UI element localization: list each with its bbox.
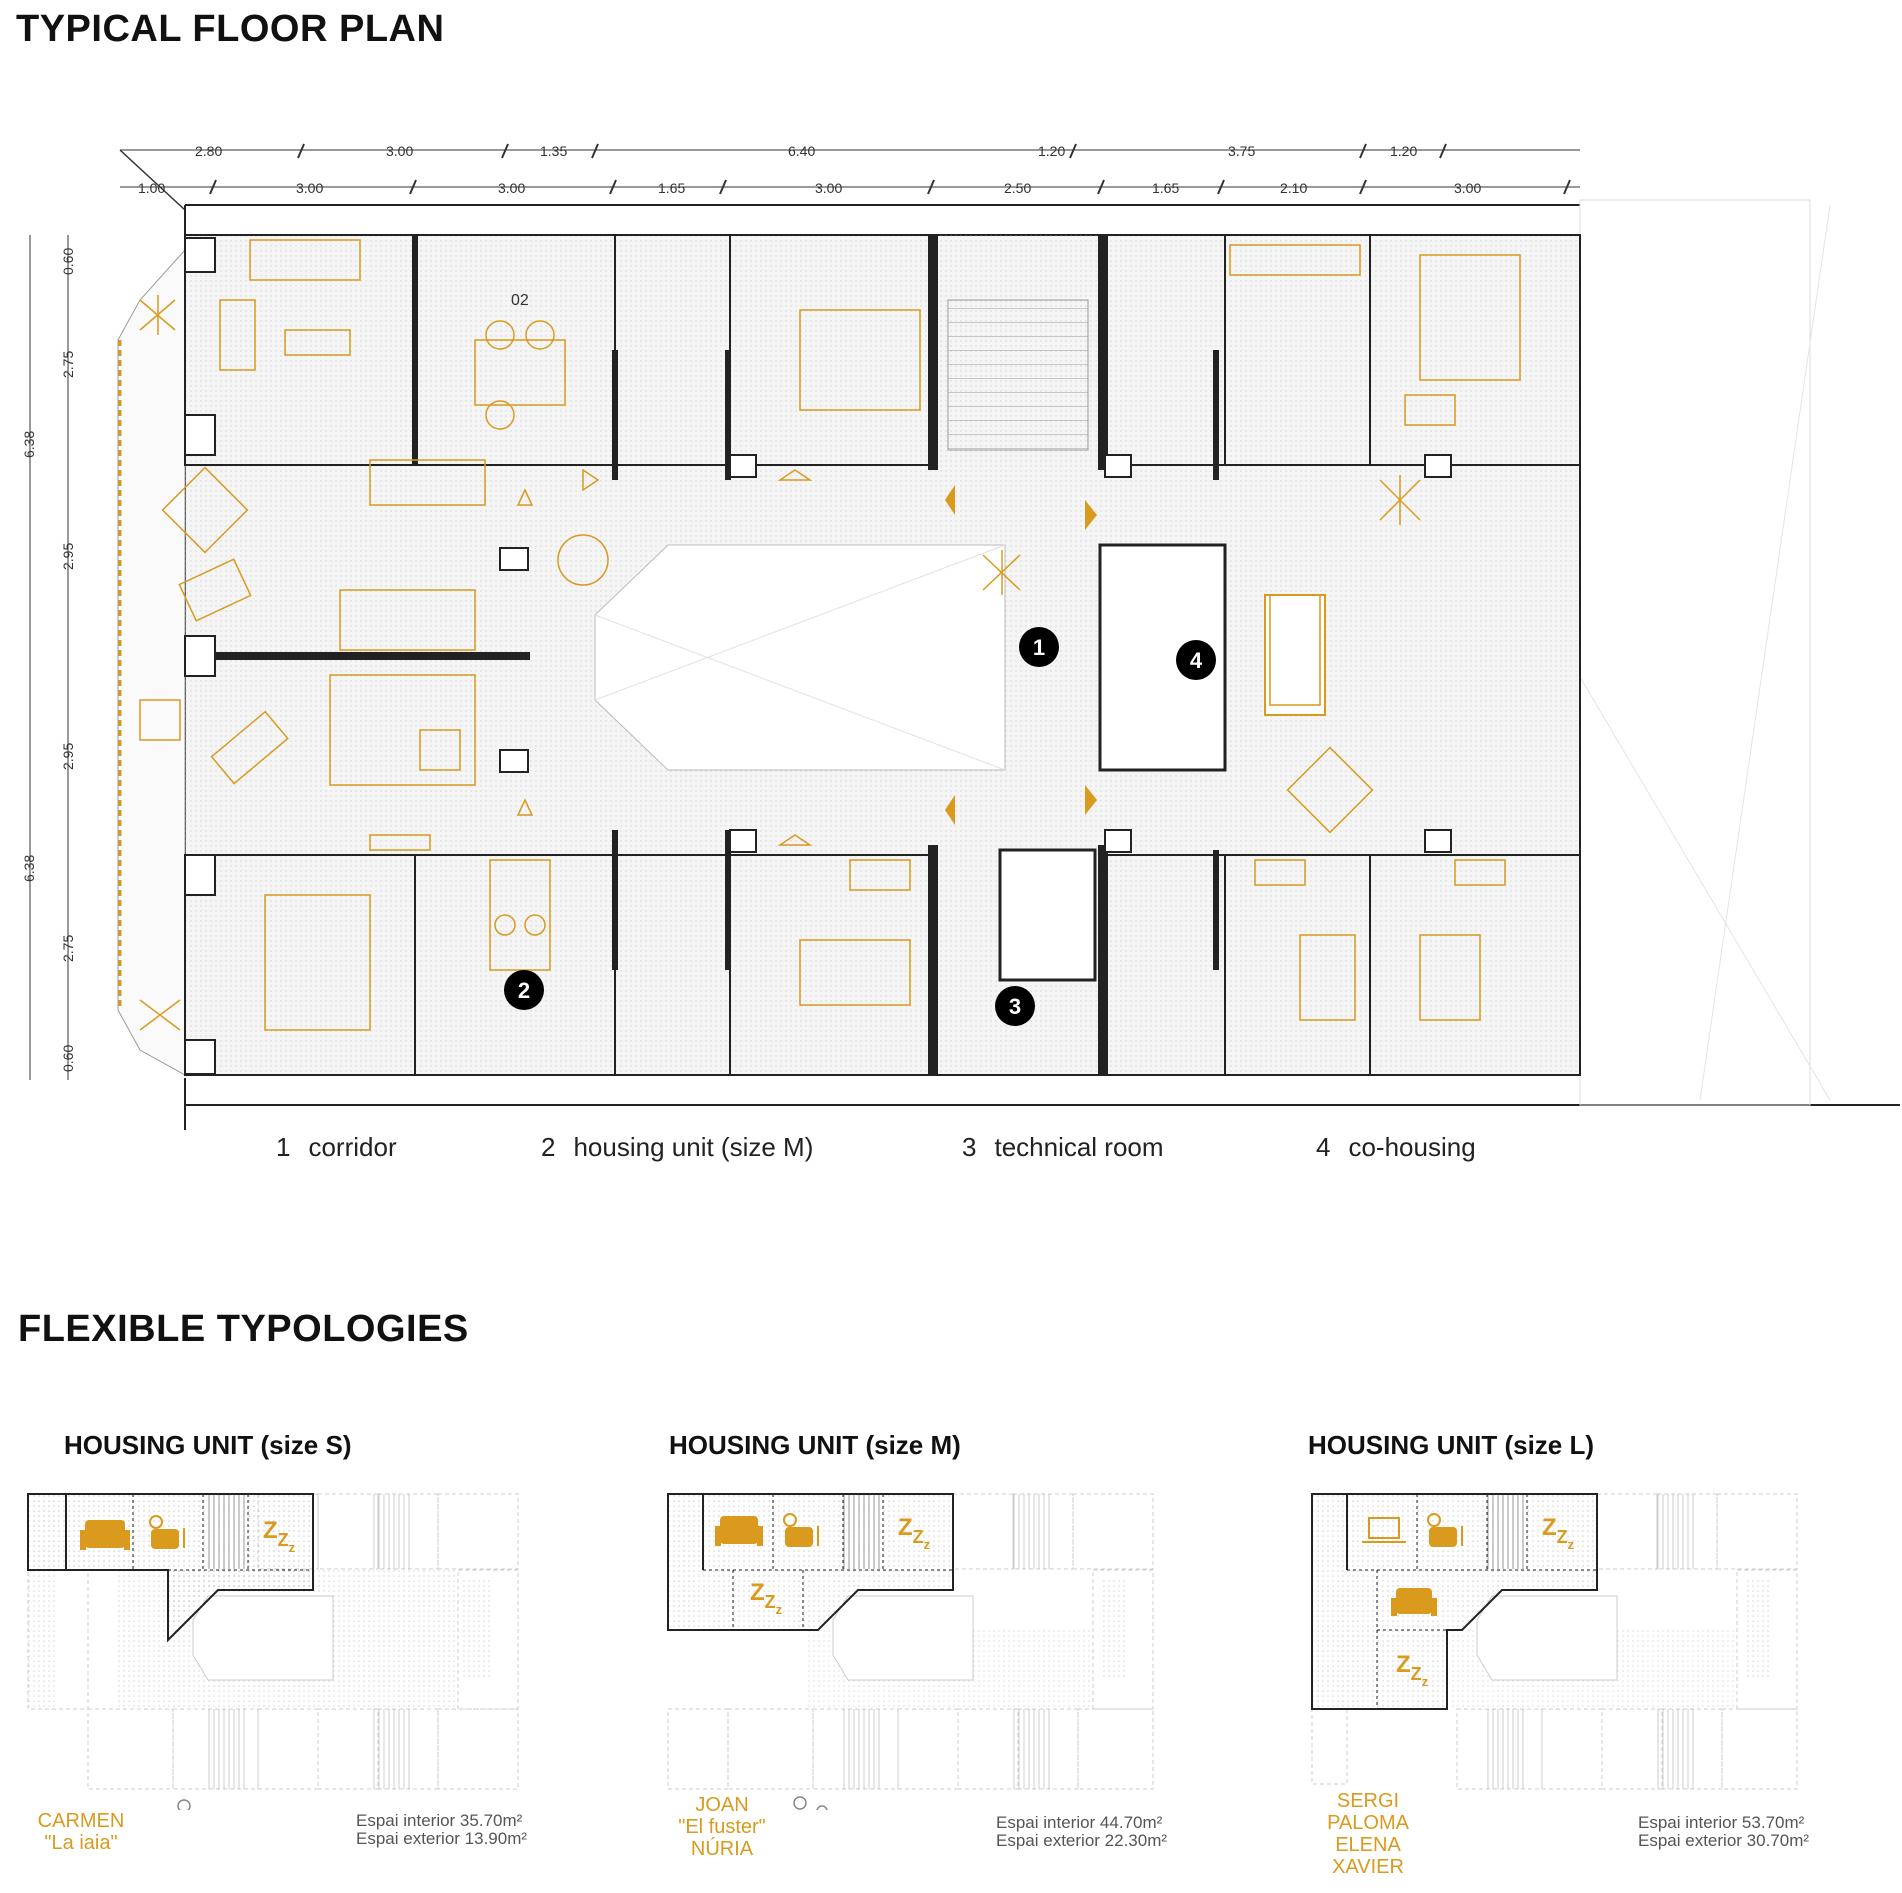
dim-left-inner-2: 2.75 [60, 351, 76, 378]
legend-number: 3 [962, 1132, 977, 1162]
typology-l-diagram: ZZz ZZz [1311, 1493, 1798, 1790]
resident-name: "El fuster" [678, 1816, 766, 1838]
kitchen-icon [783, 1513, 819, 1547]
resident-name: "La iaia" [44, 1832, 118, 1854]
floor-plan-title: TYPICAL FLOOR PLAN [16, 8, 445, 50]
resident-name: ELENA [1335, 1834, 1401, 1856]
residents-s: CARMEN "La iaia" [36, 1810, 126, 1854]
dim-top-1: 2.80 [195, 143, 222, 159]
dim-top2-6: 2.50 [1004, 180, 1031, 196]
residents-l: SERGI PALOMA ELENA XAVIER [1318, 1790, 1418, 1878]
armchair-icon [715, 1516, 763, 1546]
legend-number: 1 [276, 1132, 291, 1162]
interior-area: Espai interior 53.70m² [1638, 1813, 1805, 1832]
legend-label: corridor [308, 1132, 397, 1162]
interior-area: Espai interior 44.70m² [996, 1813, 1163, 1832]
dim-top-3: 1.35 [540, 143, 567, 159]
marker-3: 3 [995, 986, 1035, 1026]
dim-top-5: 1.20 [1038, 143, 1065, 159]
typology-m-diagram: ZZz ZZz [667, 1493, 1154, 1790]
dim-top2-8: 2.10 [1280, 180, 1307, 196]
resident-name: CARMEN [37, 1810, 125, 1832]
svg-text:4: 4 [1190, 648, 1203, 673]
typology-s-diagram: ZZz [27, 1493, 519, 1790]
marker-1: 1 [1019, 627, 1059, 667]
typology-diagrams: ZZz [27, 1493, 1798, 1810]
exterior-area: Espai exterior 22.30m² [996, 1831, 1168, 1850]
area-m: Espai interior 44.70m² Espai exterior 22… [996, 1814, 1167, 1850]
exterior-area: Espai exterior 13.90m² [356, 1829, 528, 1848]
marker-2: 2 [504, 970, 544, 1010]
interior-area: Espai interior 35.70m² [356, 1811, 523, 1830]
armchair-icon [80, 1520, 130, 1550]
area-s: Espai interior 35.70m² Espai exterior 13… [356, 1812, 527, 1848]
legend-item-housing-unit: 2 housing unit (size M) [541, 1132, 813, 1163]
dim-top2-3: 3.00 [498, 180, 525, 196]
legend-number: 2 [541, 1132, 556, 1162]
dim-top2-4: 1.65 [658, 180, 685, 196]
dim-top-7: 1.20 [1390, 143, 1417, 159]
dim-left-inner-6: 0.60 [60, 1045, 76, 1072]
dim-left-outer-1: 6.38 [21, 431, 37, 458]
typology-title-m: HOUSING UNIT (size M) [669, 1430, 961, 1460]
person-icon [177, 1796, 828, 1810]
resident-name: NÚRIA [690, 1838, 754, 1860]
marker-4: 4 [1176, 640, 1216, 680]
dim-top2-1: 1.00 [138, 180, 165, 196]
dim-top-6: 3.75 [1228, 143, 1255, 159]
dim-top2-9: 3.00 [1454, 180, 1481, 196]
flexible-typologies-title: FLEXIBLE TYPOLOGIES [18, 1308, 469, 1350]
dim-left-inner-3: 2.95 [60, 543, 76, 570]
legend-label: technical room [994, 1132, 1164, 1162]
resident-name: SERGI [1336, 1790, 1400, 1812]
dim-top2-2: 3.00 [296, 180, 323, 196]
kitchen-icon [1427, 1513, 1463, 1547]
laptop-icon [1362, 1517, 1406, 1543]
dim-top-2: 3.00 [386, 143, 413, 159]
legend-item-corridor: 1 corridor [276, 1132, 397, 1163]
dim-top2-7: 1.65 [1152, 180, 1179, 196]
resident-name: PALOMA [1327, 1812, 1409, 1834]
legend-label: housing unit (size M) [573, 1132, 814, 1162]
armchair-icon [1391, 1588, 1437, 1616]
exterior-area: Espai exterior 30.70m² [1638, 1831, 1810, 1850]
room-label-02: 02 [511, 292, 529, 309]
svg-text:1: 1 [1033, 635, 1045, 660]
legend-number: 4 [1316, 1132, 1331, 1162]
svg-text:3: 3 [1009, 994, 1021, 1019]
typology-title-l: HOUSING UNIT (size L) [1308, 1430, 1595, 1460]
dim-left-outer-2: 6.38 [21, 855, 37, 882]
floor-plan-drawing: 2.80 3.00 1.35 6.40 1.20 3.75 1.20 1.00 … [21, 143, 1900, 1130]
typology-title-s: HOUSING UNIT (size S) [64, 1430, 352, 1460]
kitchen-icon [149, 1515, 185, 1549]
legend-label: co-housing [1348, 1132, 1476, 1162]
svg-text:2: 2 [518, 978, 530, 1003]
residents-m: JOAN "El fuster" NÚRIA [672, 1794, 772, 1860]
dim-top-4: 6.40 [788, 143, 815, 159]
resident-name: JOAN [695, 1794, 749, 1816]
legend-item-co-housing: 4 co-housing [1316, 1132, 1476, 1163]
area-l: Espai interior 53.70m² Espai exterior 30… [1638, 1814, 1809, 1850]
legend-item-technical-room: 3 technical room [962, 1132, 1164, 1163]
dim-left-inner-4: 2.95 [60, 743, 76, 770]
dim-left-inner-1: 0.60 [60, 248, 76, 275]
dim-top2-5: 3.00 [815, 180, 842, 196]
resident-name: XAVIER [1332, 1856, 1404, 1878]
dim-left-inner-5: 2.75 [60, 935, 76, 962]
